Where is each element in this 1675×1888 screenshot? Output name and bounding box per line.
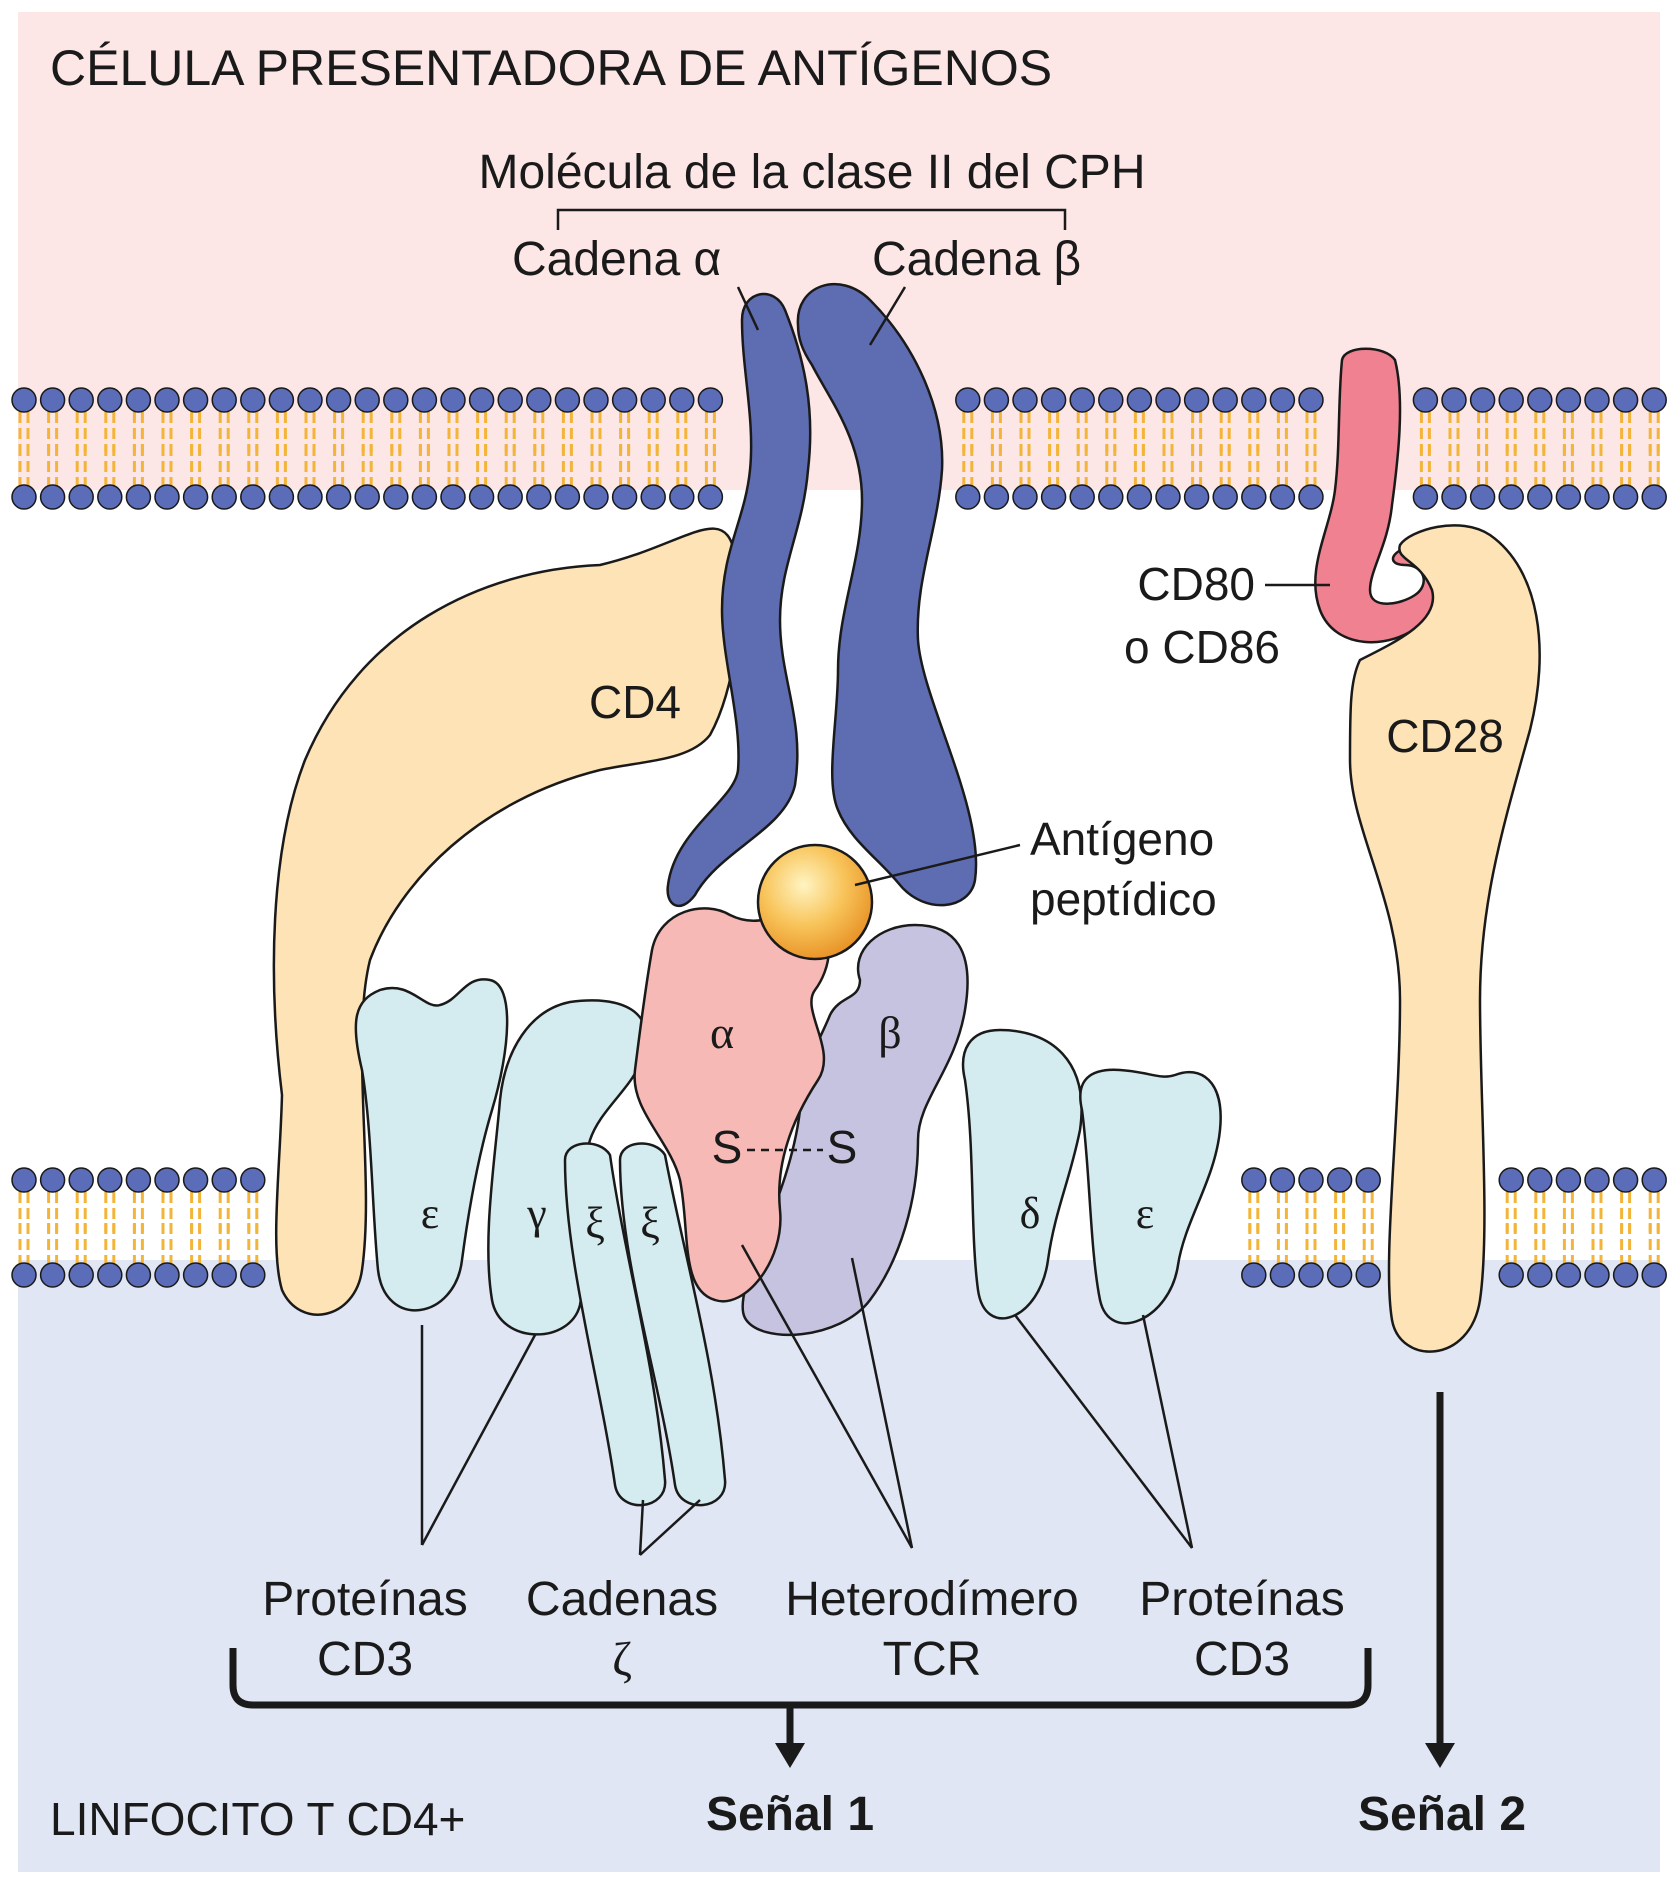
cd3-right-label-line2: CD3 (1194, 1633, 1290, 1686)
mhc-alpha-label: Cadena α (512, 233, 721, 286)
cd28-label: CD28 (1386, 710, 1504, 762)
cd4-molecule (272, 527, 741, 1316)
tcell-title: LINFOCITO T CD4+ (50, 1793, 465, 1845)
signal1-label: Señal 1 (706, 1788, 874, 1841)
zeta-label-line2: ζ (612, 1633, 632, 1686)
apc-membrane (11, 387, 1667, 510)
zeta-1-label: ξ (585, 1199, 605, 1248)
apc-title: CÉLULA PRESENTADORA DE ANTÍGENOS (50, 40, 1052, 96)
zeta-chain-1 (563, 1142, 667, 1507)
cd3-left-label-line2: CD3 (317, 1633, 413, 1686)
antigen-peptide (756, 843, 874, 961)
cd3-epsilon-left-label: ε (421, 1189, 439, 1238)
cd80-label-line1: CD80 (1137, 558, 1255, 610)
mhc-beta-pointer (868, 286, 907, 346)
cd3-right-label-line1: Proteínas (1139, 1573, 1344, 1626)
zeta-2-label: ξ (640, 1199, 660, 1248)
antigen-label-line2: peptídico (1030, 873, 1217, 925)
cd80-label-line2: o CD86 (1124, 621, 1280, 673)
mhc-beta-chain (796, 283, 978, 907)
cd3-gamma-label: γ (526, 1189, 546, 1238)
signal1-arrowhead (775, 1743, 805, 1768)
cd3-left-label-line1: Proteínas (262, 1573, 467, 1626)
leader-lines (420, 1244, 1194, 1556)
mhc-title: Molécula de la clase II del CPH (479, 146, 1146, 199)
mhc-alpha-chain (666, 292, 812, 908)
tcr-label-line2: TCR (883, 1633, 982, 1686)
signal1-bracket (229, 1648, 1372, 1709)
cd3-delta-label: δ (1020, 1189, 1041, 1238)
signal2-arrowhead (1425, 1743, 1455, 1768)
cd3-epsilon-left (354, 978, 509, 1312)
tcr-beta-label: β (878, 1007, 901, 1058)
signal2-label: Señal 2 (1358, 1788, 1526, 1841)
cd3-delta (961, 1028, 1083, 1320)
cd3-epsilon-right-label: ε (1136, 1189, 1154, 1238)
mhc-beta-label: Cadena β (872, 233, 1081, 286)
tcell-membrane (11, 1167, 1667, 1288)
tcell-region (18, 1260, 1660, 1872)
cd4-label: CD4 (589, 676, 681, 728)
tcr-label-line1: Heterodímero (785, 1573, 1078, 1626)
tcr-alpha-label: α (710, 1007, 734, 1058)
mhc-bracket (556, 208, 1067, 230)
cd80-molecule (1314, 347, 1438, 644)
cd3-epsilon-right (1079, 1068, 1222, 1325)
cd28-molecule (1348, 524, 1541, 1353)
zeta-chain-2 (618, 1142, 727, 1507)
disulfide-s-right: S (827, 1121, 858, 1173)
zeta-label-line1: Cadenas (526, 1573, 718, 1626)
disulfide-s-left: S (712, 1121, 743, 1173)
antigen-label-line1: Antígeno (1030, 813, 1214, 865)
mhc-alpha-pointer (736, 286, 760, 331)
antigen-pointer (854, 843, 1021, 887)
